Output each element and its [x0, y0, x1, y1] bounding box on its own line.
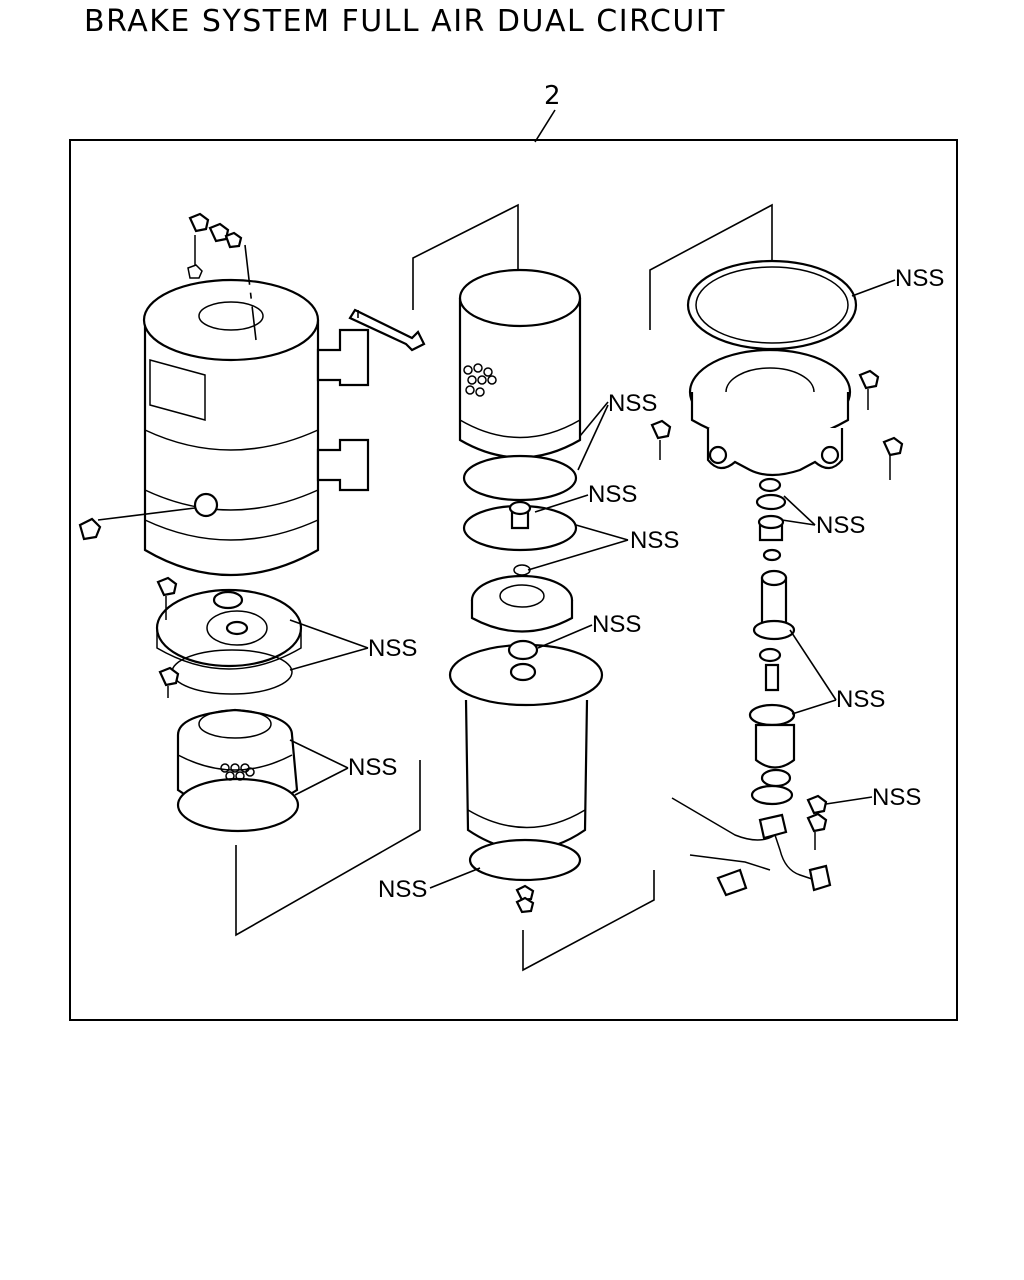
nss-label-11: NSS [378, 876, 427, 903]
nss-label-8: NSS [836, 686, 885, 713]
center-chamber-assembly [348, 203, 655, 972]
nss-label-1: NSS [895, 265, 944, 292]
callout-leader [534, 109, 556, 143]
nss-label-10: NSS [872, 784, 921, 811]
nss-label-3: NSS [588, 481, 637, 508]
nss-label-4: NSS [816, 512, 865, 539]
nss-label-5: NSS [630, 527, 679, 554]
left-chamber-assembly [78, 212, 421, 937]
page-title: BRAKE SYSTEM FULL AIR DUAL CIRCUIT [84, 4, 726, 39]
nss-label-2: NSS [608, 390, 657, 417]
callout-number: 2 [544, 81, 561, 111]
right-valve-assembly [649, 203, 904, 897]
diagram-frame [69, 139, 958, 1021]
nss-leaders [289, 279, 896, 889]
nss-label-6: NSS [592, 611, 641, 638]
nss-label-9: NSS [348, 754, 397, 781]
nss-label-7: NSS [368, 635, 417, 662]
